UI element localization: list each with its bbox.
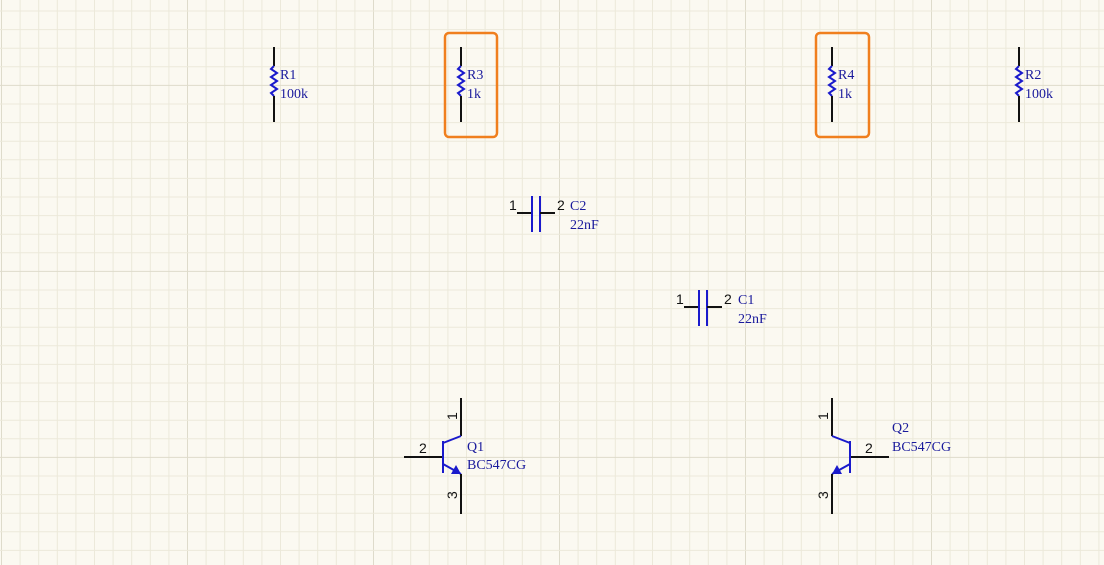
q1-value: BC547CG bbox=[467, 458, 526, 473]
r4-selection-box bbox=[814, 31, 871, 139]
c2-pin1-number: 1 bbox=[509, 197, 517, 213]
q2-designator: Q2 bbox=[892, 421, 909, 436]
q1-pin1-number: 1 bbox=[444, 412, 460, 420]
capacitor-c1[interactable]: 1 2 C1 22nF bbox=[676, 290, 767, 327]
resistor-r3[interactable]: R3 1k bbox=[443, 31, 499, 139]
q2-pin3-number: 3 bbox=[815, 491, 831, 499]
q1-designator: Q1 bbox=[467, 440, 484, 455]
resistor-r4[interactable]: R4 1k bbox=[814, 31, 871, 139]
c1-pin1-number: 1 bbox=[676, 291, 684, 307]
transistor-q2[interactable]: 2 1 3 Q2 BC547CG bbox=[815, 398, 951, 514]
r1-designator: R1 bbox=[280, 68, 296, 83]
q1-pin3-number: 3 bbox=[444, 491, 460, 499]
r3-value: 1k bbox=[467, 87, 481, 102]
r1-value: 100k bbox=[280, 87, 308, 102]
c2-designator: C2 bbox=[570, 199, 586, 214]
resistor-r1[interactable]: R1 100k bbox=[269, 47, 308, 122]
c2-value: 22nF bbox=[570, 218, 599, 233]
c1-value: 22nF bbox=[738, 312, 767, 327]
r4-designator: R4 bbox=[838, 68, 854, 83]
q1-pin2-number: 2 bbox=[419, 440, 427, 456]
r3-designator: R3 bbox=[467, 68, 483, 83]
q2-pin1-number: 1 bbox=[815, 412, 831, 420]
transistor-q1[interactable]: 2 1 3 Q1 BC547CG bbox=[404, 398, 526, 514]
c1-pin2-number: 2 bbox=[724, 291, 732, 307]
c2-pin2-number: 2 bbox=[557, 197, 565, 213]
q2-pin2-number: 2 bbox=[865, 440, 873, 456]
r3-selection-box bbox=[443, 31, 499, 139]
r2-designator: R2 bbox=[1025, 68, 1041, 83]
q2-value: BC547CG bbox=[892, 440, 951, 455]
c1-designator: C1 bbox=[738, 293, 754, 308]
resistor-r2[interactable]: R2 100k bbox=[1014, 47, 1053, 122]
capacitor-c2[interactable]: 1 2 C2 22nF bbox=[509, 196, 599, 233]
r4-value: 1k bbox=[838, 87, 852, 102]
r2-value: 100k bbox=[1025, 87, 1053, 102]
